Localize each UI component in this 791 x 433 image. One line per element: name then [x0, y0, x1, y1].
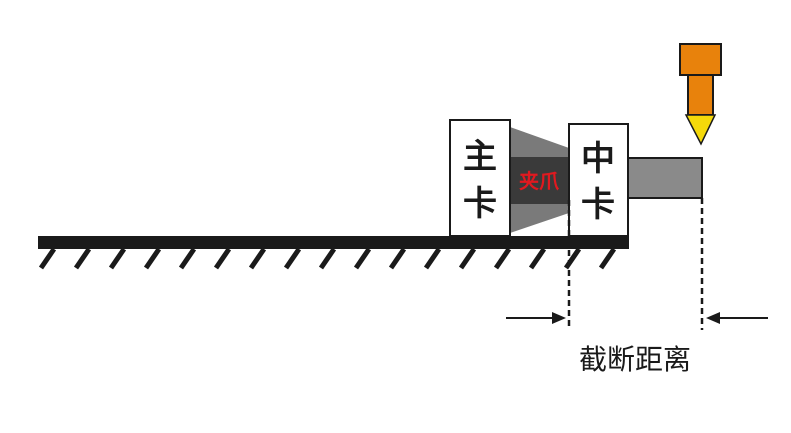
- hatch-stroke: [388, 247, 407, 270]
- hatch-stroke: [143, 247, 162, 270]
- jaw: 夹爪: [510, 127, 569, 233]
- hatch-stroke: [38, 247, 57, 270]
- hatch-stroke: [353, 247, 372, 270]
- main-chuck: 主 卡: [449, 119, 511, 237]
- hatch-stroke: [493, 247, 512, 270]
- hatch-stroke: [248, 247, 267, 270]
- hatch-stroke: [73, 247, 92, 270]
- middle-chuck-body: [568, 123, 629, 237]
- hatch-stroke: [598, 247, 617, 270]
- hatch-stroke: [213, 247, 232, 270]
- middle-chuck-label-1: 中: [581, 139, 615, 179]
- machine-bed: [38, 236, 629, 270]
- hatch-stroke: [283, 247, 302, 270]
- dimension-lines: [567, 198, 704, 330]
- cutoff-distance-label: 截断距离: [579, 343, 691, 376]
- tool-holder-top: [679, 43, 722, 76]
- main-chuck-label-2: 卡: [463, 184, 497, 224]
- cutting-tool-icon: [679, 43, 722, 146]
- hatch-stroke: [178, 247, 197, 270]
- tool-holder-shank: [687, 74, 714, 116]
- hatch-stroke: [423, 247, 442, 270]
- hatch-stroke: [458, 247, 477, 270]
- arrow-left-icon: [706, 312, 768, 324]
- jaw-label: 夹爪: [519, 169, 560, 193]
- main-chuck-label-1: 主: [463, 137, 497, 177]
- middle-chuck: 中 卡: [568, 123, 629, 237]
- tool-tip: [684, 114, 717, 146]
- main-chuck-body: [449, 119, 511, 237]
- middle-chuck-label-2: 卡: [581, 185, 615, 225]
- bed-hatching: [38, 247, 617, 270]
- bed-bar: [38, 236, 629, 249]
- arrow-right-icon: [506, 312, 566, 324]
- hatch-stroke: [528, 247, 547, 270]
- hatch-stroke: [108, 247, 127, 270]
- workpiece: [627, 157, 703, 199]
- jaw-inner: [510, 157, 569, 204]
- hatch-stroke: [318, 247, 337, 270]
